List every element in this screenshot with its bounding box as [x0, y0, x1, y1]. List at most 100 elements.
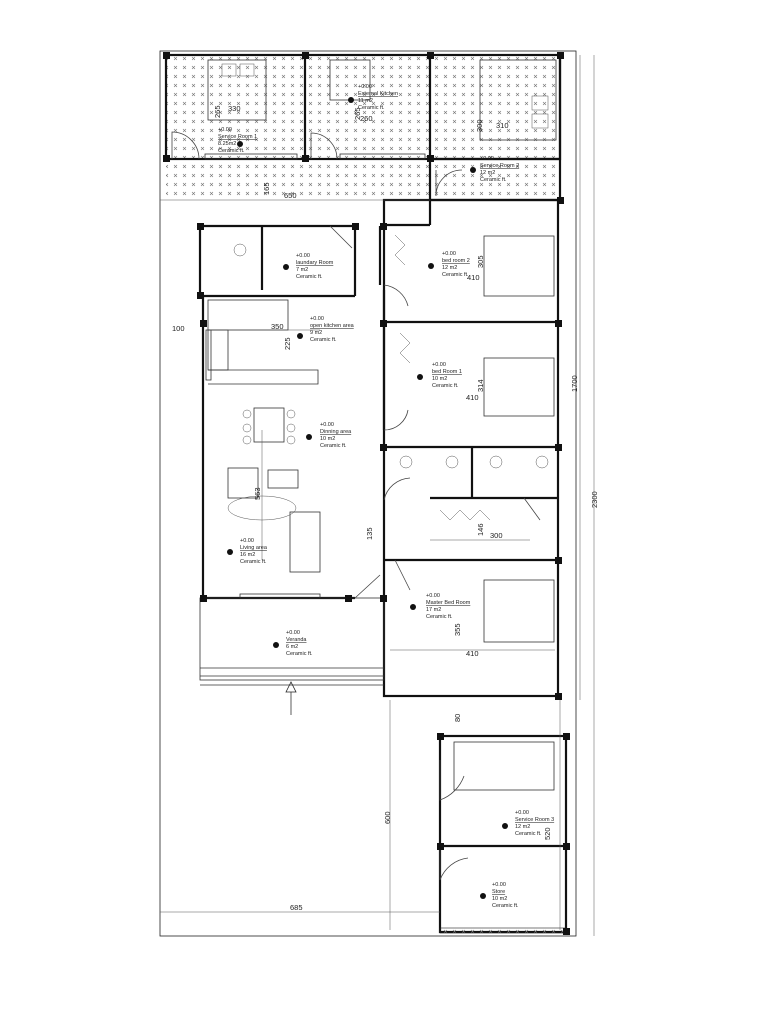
dim-2300: 2300 [590, 491, 599, 508]
room-label-laundry-room: +0.00 laundary Room 7 m2 Ceramic ft. [296, 253, 334, 280]
dimension-texts: 330 265 265 260 310 300 165 650 305 410 … [172, 104, 599, 912]
room-name: Master Bed Room [426, 600, 471, 606]
level: +0.00 [480, 156, 494, 162]
room-name: laundary Room [296, 260, 334, 266]
dim-165: 165 [262, 182, 271, 195]
room-finish: Ceramic ft. [492, 903, 519, 909]
room-finish: Ceramic ft. [240, 559, 267, 565]
level: +0.00 [442, 251, 456, 257]
dim-300-top: 300 [475, 119, 484, 132]
dim-563: 563 [253, 487, 262, 500]
room-area: 9 m2 [310, 330, 322, 336]
room-area: 17 m2 [426, 607, 441, 613]
room-label-service-room-1: +0.00 Service Room 1 8.25m2 Ceramic ft. [218, 127, 257, 154]
dim-260: 260 [360, 114, 373, 123]
room-finish: Ceramic ft. [358, 105, 385, 111]
room-finish: Ceramic ft. [296, 274, 323, 280]
dim-310: 310 [496, 121, 509, 130]
room-area: 12 m2 [442, 265, 457, 271]
room-finish: Ceramic ft. [286, 651, 313, 657]
level: +0.00 [358, 84, 372, 90]
room-name: External Kitchen [358, 91, 398, 97]
room-area: 6 m2 [286, 644, 298, 650]
room-finish: Ceramic ft. [515, 831, 542, 837]
dim-350: 350 [271, 322, 284, 331]
dim-300: 300 [490, 531, 503, 540]
level: +0.00 [515, 810, 529, 816]
dim-410-b1: 410 [466, 393, 479, 402]
room-name: open kitchen area [310, 323, 355, 329]
room-label-external-kitchen: +0.00 External Kitchen 11 m2 Ceramic ft. [358, 84, 398, 111]
dim-265: 265 [213, 105, 222, 118]
room-finish: Ceramic ft. [480, 177, 507, 183]
dim-685: 685 [290, 903, 303, 912]
room-finish: Ceramic ft. [218, 148, 245, 154]
service-block [164, 53, 562, 202]
room-finish: Ceramic ft. [432, 383, 459, 389]
dim-330: 330 [228, 104, 241, 113]
room-markers [227, 97, 508, 899]
columns [163, 52, 570, 935]
room-finish: Ceramic ft. [320, 443, 347, 449]
dim-600: 600 [383, 811, 392, 824]
room-area: 7 m2 [296, 267, 308, 273]
level: +0.00 [492, 882, 506, 888]
dim-135: 135 [365, 527, 374, 540]
room-area: 12 m2 [515, 824, 530, 830]
dim-650: 650 [284, 191, 297, 200]
room-name: Store [492, 889, 505, 895]
dimension-lines [160, 55, 595, 936]
room-label-master-bedroom: +0.00 Master Bed Room 17 m2 Ceramic ft. [426, 593, 471, 620]
room-label-open-kitchen: +0.00 open kitchen area 9 m2 Ceramic ft. [310, 316, 355, 343]
annex-block [438, 734, 568, 934]
level: +0.00 [432, 362, 446, 368]
dim-520: 520 [543, 827, 552, 840]
dim-80: 80 [453, 714, 462, 722]
room-label-bedroom-2: +0.00 bed room 2 12 m2 Ceramic ft. [442, 251, 470, 278]
level: +0.00 [426, 593, 440, 599]
room-name: bed Room 1 [432, 369, 462, 375]
dim-100: 100 [172, 324, 185, 333]
level: +0.00 [240, 538, 254, 544]
room-label-veranda: +0.00 Veranda 6 m2 Ceramic ft. [286, 630, 313, 657]
room-label-living: +0.00 Living area 16 m2 Ceramic ft. [240, 538, 268, 565]
room-label-bedroom-1: +0.00 bed Room 1 10 m2 Ceramic ft. [432, 362, 462, 389]
level: +0.00 [286, 630, 300, 636]
dim-410-b2: 410 [467, 273, 480, 282]
dim-314: 314 [476, 379, 485, 392]
main-house [198, 198, 560, 715]
room-area: 16 m2 [240, 552, 255, 558]
room-area: 10 m2 [432, 376, 447, 382]
dim-355: 355 [453, 623, 462, 636]
level: +0.00 [310, 316, 324, 322]
level: +0.00 [296, 253, 310, 259]
room-label-service-room-2: +0.00 Service Room 2 12 m2 Ceramic ft. [480, 156, 519, 183]
room-label-store: +0.00 Store 10 m2 Ceramic ft. [492, 882, 519, 909]
dim-410-m: 410 [466, 649, 479, 658]
sheet-frame [159, 50, 577, 937]
dim-1700: 1700 [570, 375, 579, 392]
room-name: bed room 2 [442, 258, 470, 264]
level: +0.00 [320, 422, 334, 428]
room-label-service-room-3: +0.00 Service Room 3 12 m2 Ceramic ft. [515, 810, 554, 837]
room-label-dining: +0.00 Dinning area 10 m2 Ceramic ft. [320, 422, 352, 449]
room-area: 10 m2 [492, 896, 507, 902]
dim-265-b: 265 [353, 107, 362, 120]
room-area: 11 m2 [358, 98, 373, 104]
room-name: Living area [240, 545, 268, 551]
room-area: 12 m2 [480, 170, 495, 176]
room-name: Service Room 1 [218, 134, 257, 140]
room-area: 8.25m2 [218, 141, 236, 147]
room-name: Service Room 3 [515, 817, 554, 823]
dim-225: 225 [283, 337, 292, 350]
dim-146: 146 [476, 523, 485, 536]
room-finish: Ceramic ft. [310, 337, 337, 343]
dim-305: 305 [476, 255, 485, 268]
room-name: Service Room 2 [480, 163, 519, 169]
room-finish: Ceramic ft. [442, 272, 469, 278]
room-finish: Ceramic ft. [426, 614, 453, 620]
level: +0.00 [218, 127, 232, 133]
room-area: 10 m2 [320, 436, 335, 442]
room-name: Veranda [286, 637, 307, 643]
